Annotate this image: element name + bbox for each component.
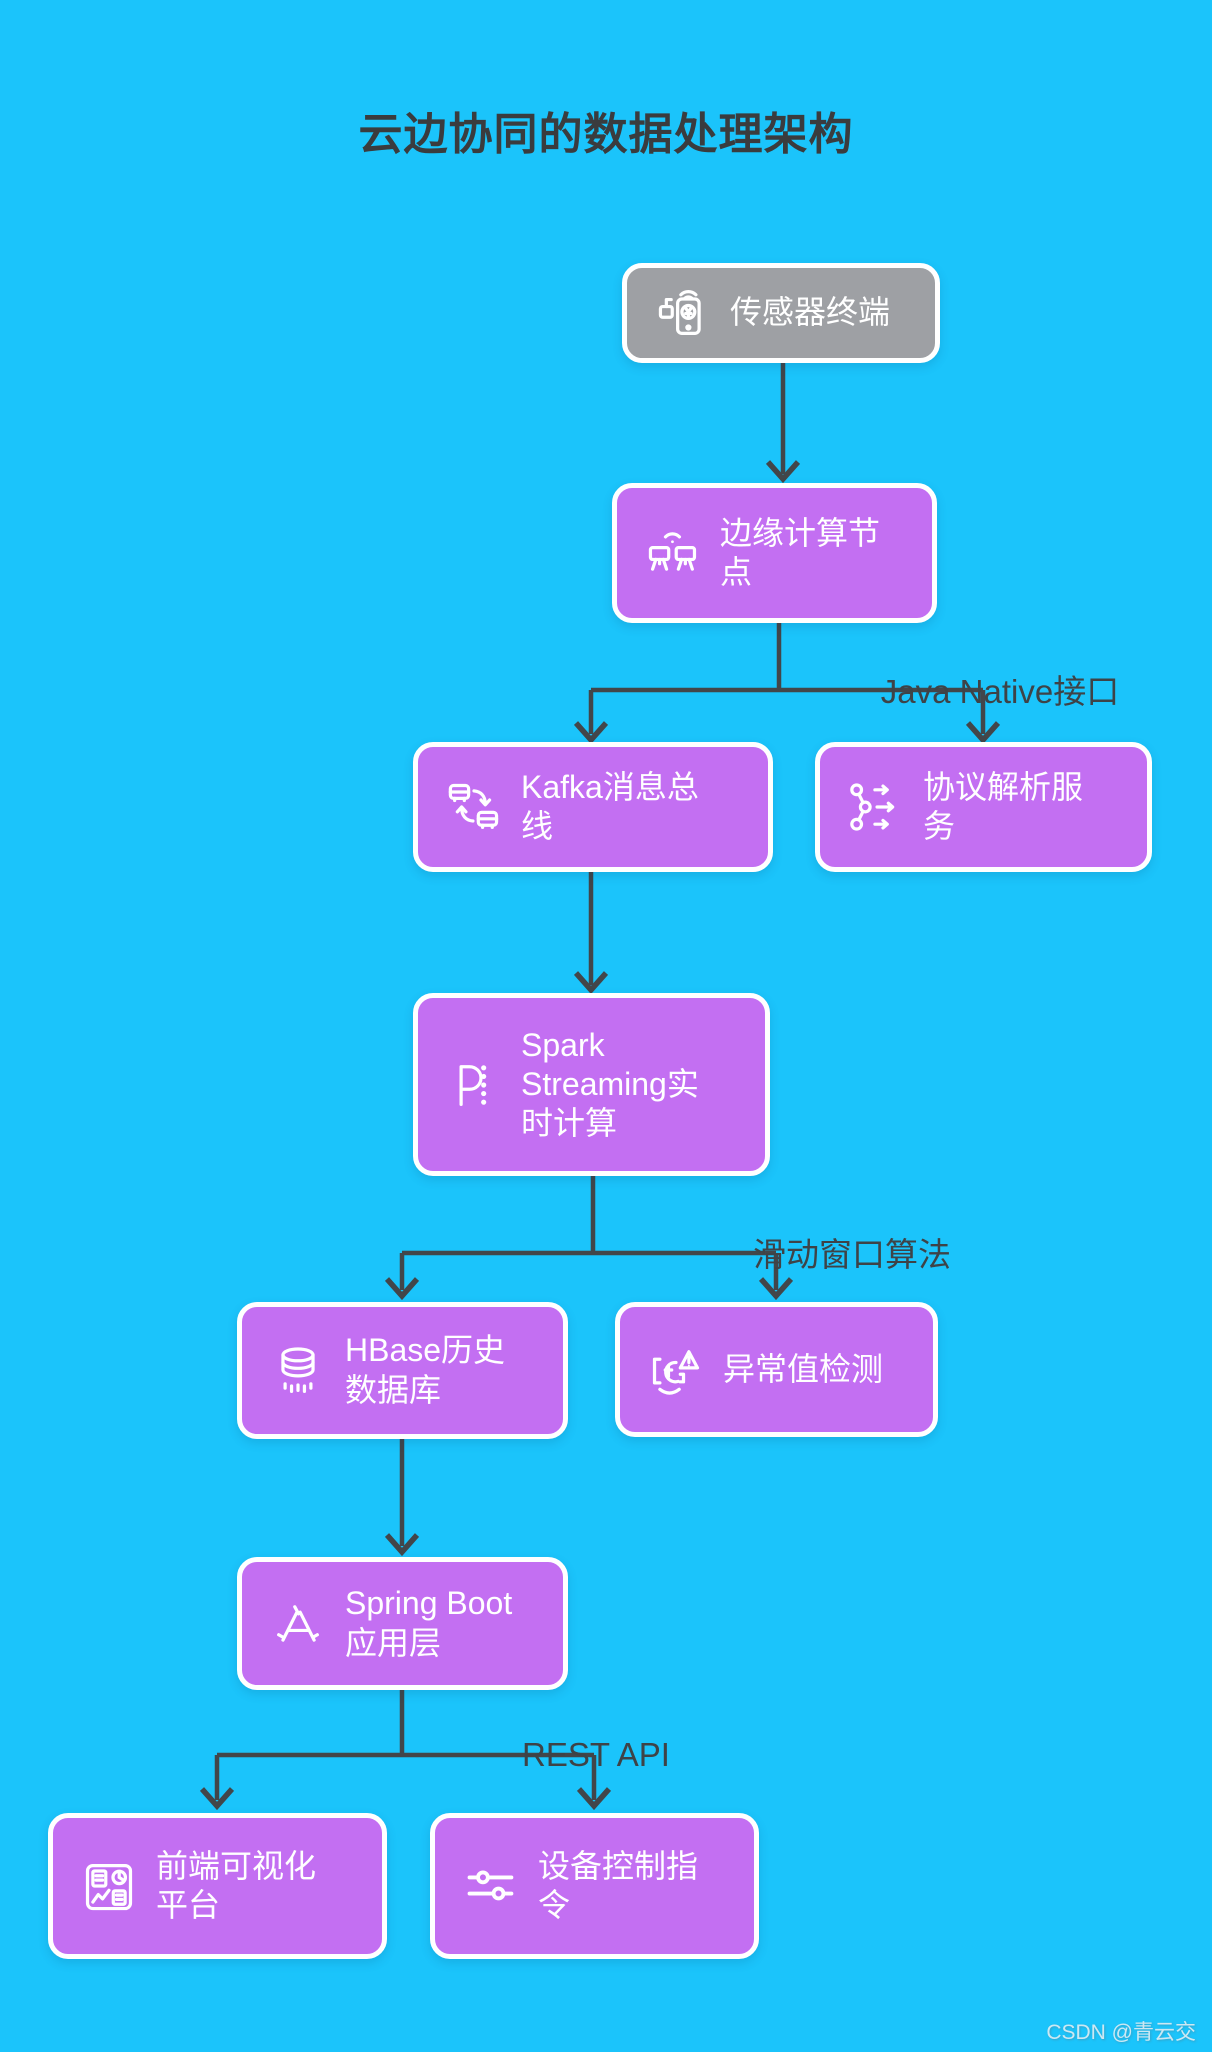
anomaly-warning-icon — [647, 1341, 705, 1399]
node-label: 设备控制指 令 — [538, 1847, 699, 1923]
edge-label-sliding-window: 滑动窗口算法 — [753, 1236, 951, 1273]
node-kafka-bus: Kafka消息总 线 — [413, 742, 773, 872]
edge-label-rest-api: REST API — [522, 1736, 670, 1773]
node-edge-computing: 边缘计算节 点 — [612, 483, 937, 623]
node-device-control: 设备控制指 令 — [430, 1813, 759, 1959]
node-springboot-app: Spring Boot 应用层 — [237, 1557, 568, 1690]
node-label: 边缘计算节 点 — [720, 514, 881, 590]
node-anomaly-detect: 异常值检测 — [615, 1302, 938, 1437]
edge-label-java-native: Java Native接口 — [880, 673, 1120, 710]
node-label: 传感器终端 — [730, 294, 891, 331]
node-label: 前端可视化 平台 — [156, 1847, 317, 1923]
edge-devices-icon — [644, 524, 702, 582]
node-sensor-terminal: 传感器终端 — [622, 263, 940, 363]
dashboard-icon — [80, 1857, 138, 1915]
node-spark-streaming: Spark Streaming实 时计算 — [413, 993, 770, 1176]
node-label: Kafka消息总 线 — [521, 768, 699, 844]
database-icon — [269, 1342, 327, 1400]
node-protocol-parse: 协议解析服 务 — [815, 742, 1152, 872]
node-label: 异常值检测 — [723, 1350, 884, 1387]
node-label: HBase历史 数据库 — [345, 1332, 506, 1408]
phone-signal-icon — [654, 284, 712, 342]
page-title: 云边协同的数据处理架构 — [358, 110, 854, 159]
watermark: CSDN @青云交 — [1046, 2021, 1196, 2044]
spark-streaming-icon — [445, 1056, 503, 1114]
share-network-icon — [847, 778, 905, 836]
node-label: Spring Boot 应用层 — [345, 1585, 513, 1661]
sliders-icon — [462, 1857, 520, 1915]
node-frontend-platform: 前端可视化 平台 — [48, 1813, 387, 1959]
app-store-icon — [269, 1595, 327, 1653]
node-label: 协议解析服 务 — [923, 768, 1084, 844]
node-hbase-db: HBase历史 数据库 — [237, 1302, 568, 1439]
node-label: Spark Streaming实 时计算 — [521, 1026, 699, 1142]
bus-transfer-icon — [445, 778, 503, 836]
